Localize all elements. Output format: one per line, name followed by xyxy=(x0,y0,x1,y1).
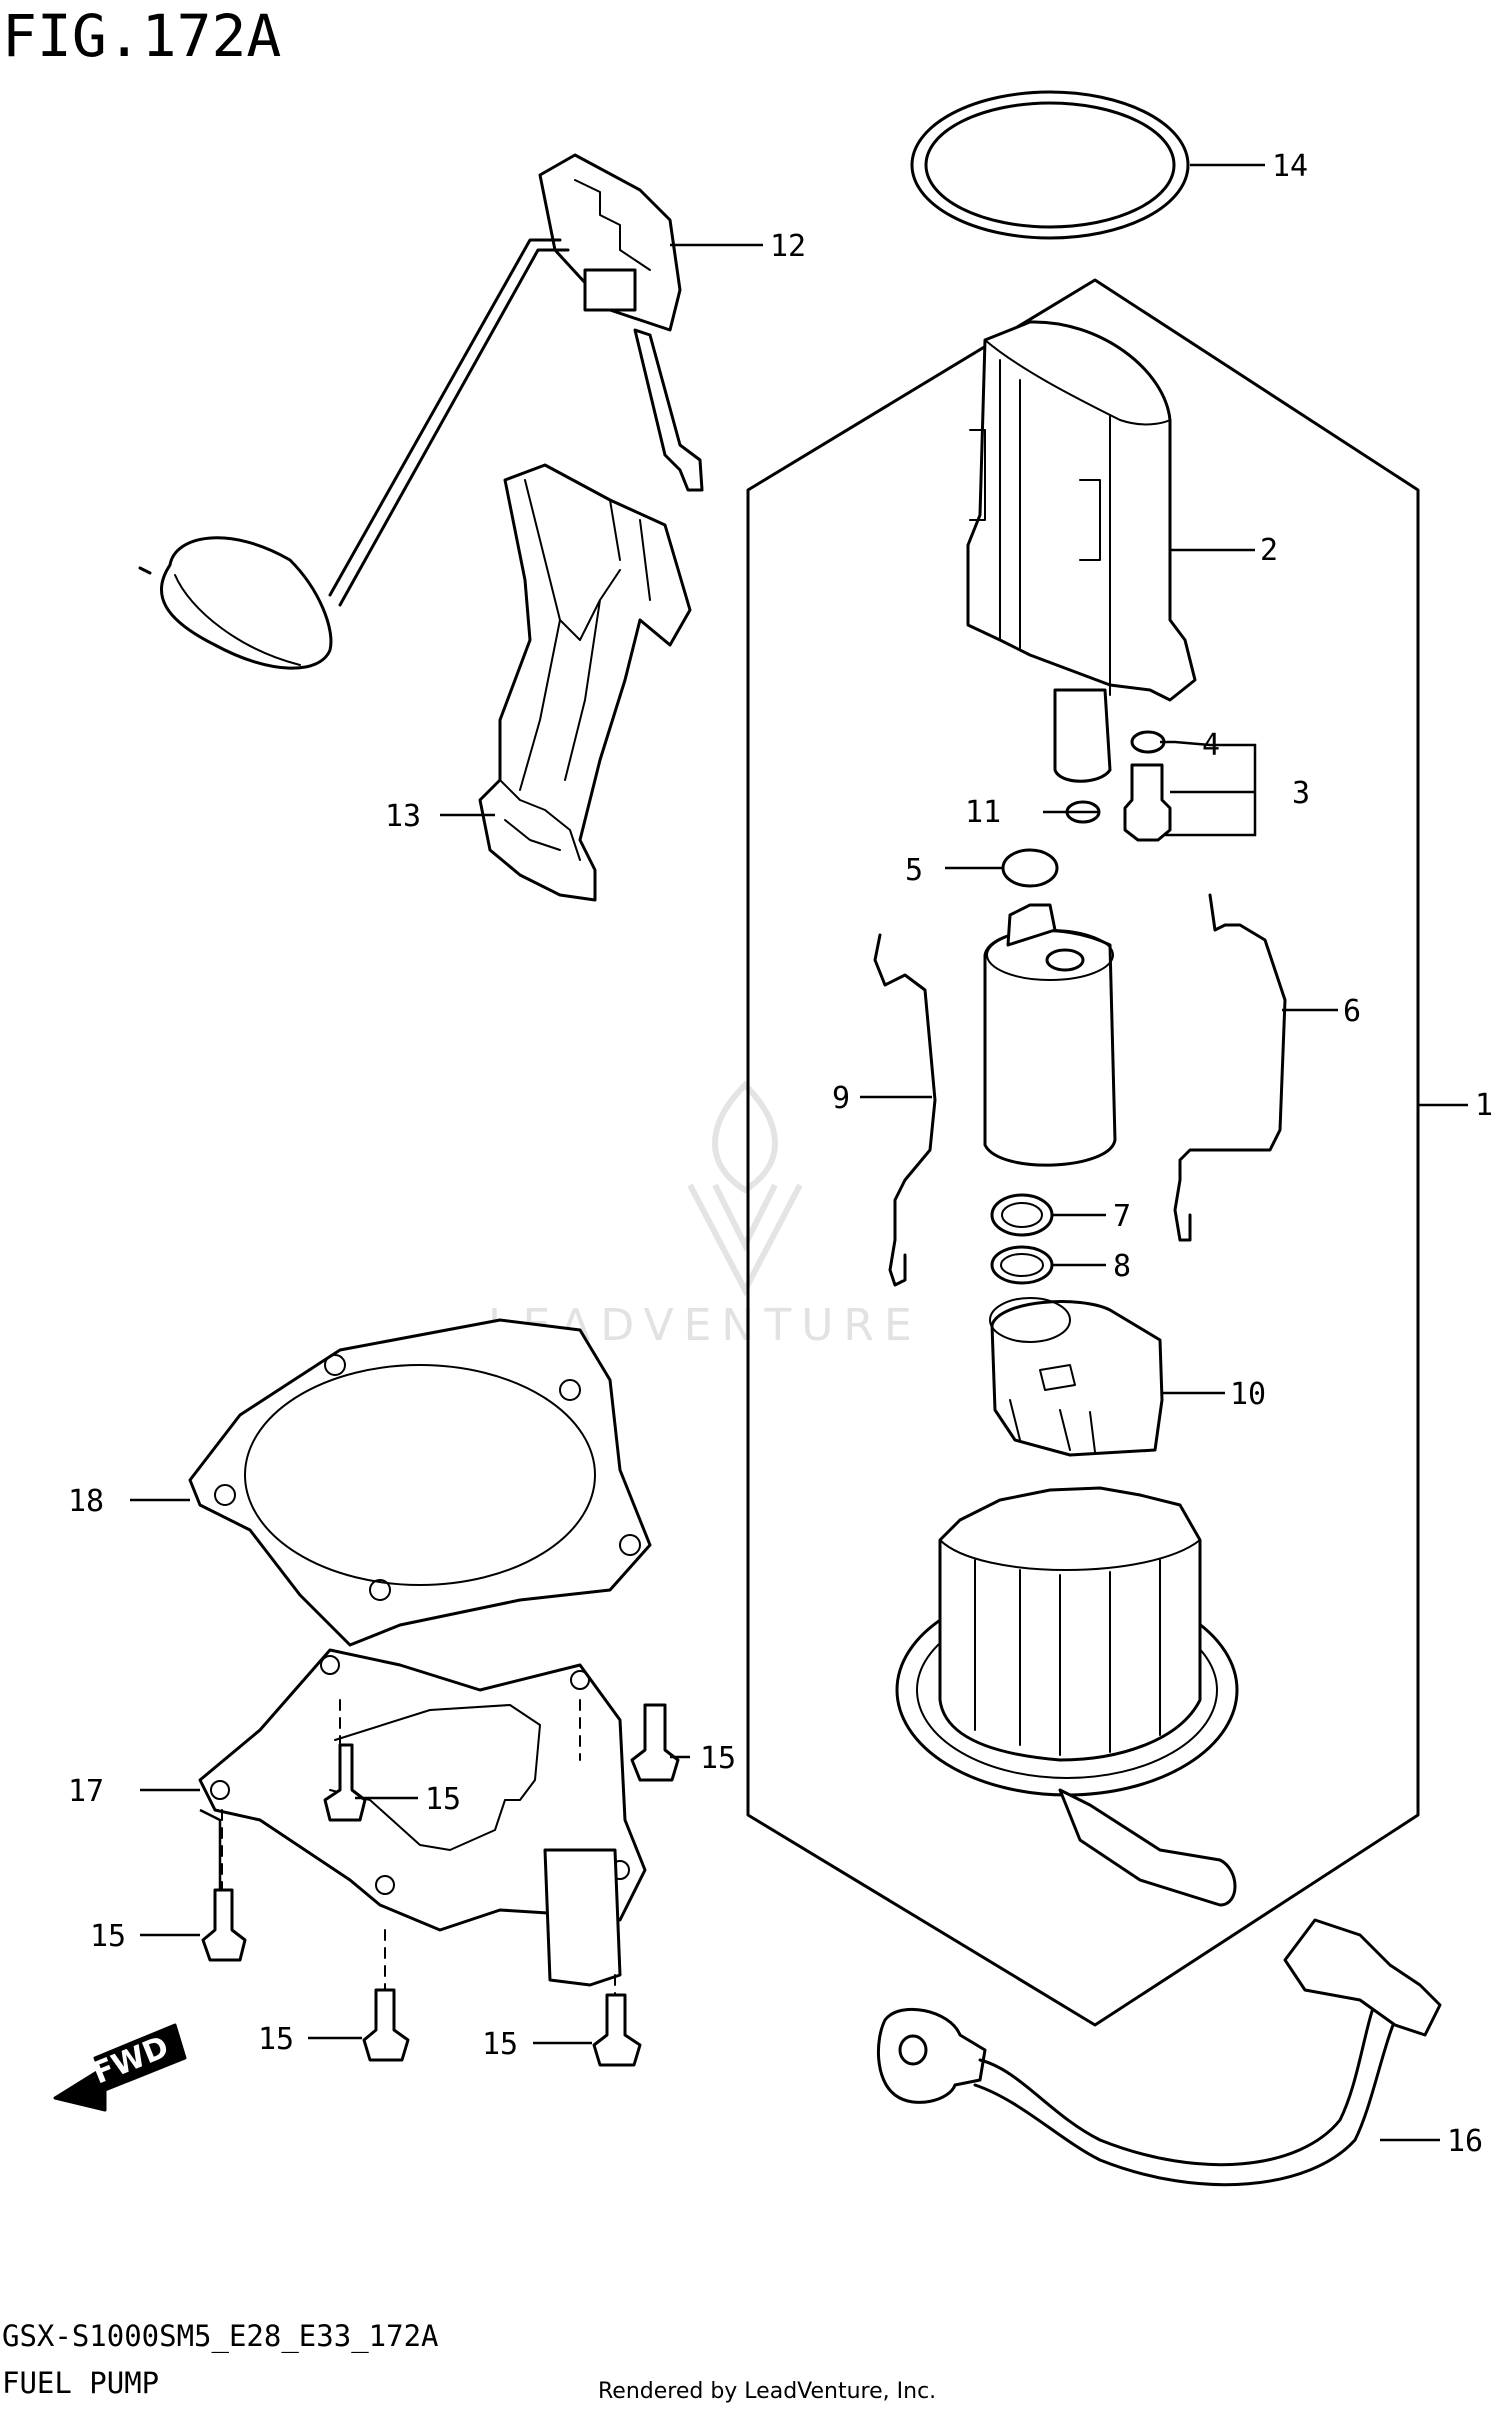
figure-title: FIG.172A xyxy=(2,2,281,70)
callout-2: 2 xyxy=(1260,533,1278,568)
o-ring-7 xyxy=(990,1193,1054,1237)
callout-15-b: 15 xyxy=(425,1782,461,1817)
fuel-filter-2 xyxy=(966,320,1197,783)
callout-15-d: 15 xyxy=(258,2022,294,2057)
bolt-15-c xyxy=(201,1888,247,1962)
render-credit: Rendered by LeadVenture, Inc. xyxy=(598,2379,936,2404)
callout-9: 9 xyxy=(832,1081,850,1116)
wire-harness-6 xyxy=(1173,893,1287,1242)
o-ring-8 xyxy=(990,1245,1054,1285)
bolt-15-b xyxy=(630,1703,680,1782)
pump-cap-10 xyxy=(989,1297,1164,1457)
fuel-level-gauge-12 xyxy=(138,153,704,670)
callout-13: 13 xyxy=(385,799,421,834)
bracket-13 xyxy=(478,463,692,902)
callout-5: 5 xyxy=(905,853,923,888)
callout-12: 12 xyxy=(770,229,806,264)
callout-1: 1 xyxy=(1475,1088,1493,1123)
callout-7: 7 xyxy=(1113,1199,1131,1234)
callout-3: 3 xyxy=(1292,776,1310,811)
fuel-hose-16 xyxy=(876,1918,1442,2187)
fwd-arrow-icon: FWD xyxy=(53,2023,187,2112)
callout-4: 4 xyxy=(1202,728,1220,763)
bolt-15-e xyxy=(592,1993,642,2067)
assembly-outline-1 xyxy=(746,278,1420,2027)
callout-14: 14 xyxy=(1272,149,1308,184)
pump-body-base xyxy=(895,1486,1239,1907)
section-name: FUEL PUMP xyxy=(2,2366,159,2400)
callout-8: 8 xyxy=(1113,1249,1131,1284)
o-ring-14 xyxy=(910,90,1190,240)
bolt-guide-lines xyxy=(221,1699,616,1996)
wire-harness-9 xyxy=(873,933,937,1287)
callout-10: 10 xyxy=(1230,1377,1266,1412)
callout-labels: 1 2 3 4 5 6 7 8 9 10 11 12 13 14 15 15 1… xyxy=(68,149,1493,2159)
callout-leaders xyxy=(130,163,1468,2142)
svg-text:FWD: FWD xyxy=(88,2030,174,2092)
callout-17: 17 xyxy=(68,1774,104,1809)
mounting-plate-17 xyxy=(198,1648,647,1987)
model-code: GSX-S1000SM5_E28_E33_172A xyxy=(2,2319,439,2354)
callout-15-e: 15 xyxy=(482,2027,518,2062)
gasket-18 xyxy=(188,1318,652,1647)
callout-18: 18 xyxy=(68,1484,104,1519)
callout-6: 6 xyxy=(1343,994,1361,1029)
bolt-15-a xyxy=(323,1743,367,1822)
callout-15-c: 15 xyxy=(90,1919,126,1954)
bolt-15-d xyxy=(362,1988,410,2062)
callout-11: 11 xyxy=(965,795,1001,830)
callout-15-a: 15 xyxy=(700,1741,736,1776)
callout-16: 16 xyxy=(1447,2124,1483,2159)
fuel-pump-motor xyxy=(983,903,1117,1167)
watermark: LEADVENTURE xyxy=(488,1080,912,1351)
o-ring-5 xyxy=(1001,848,1059,888)
